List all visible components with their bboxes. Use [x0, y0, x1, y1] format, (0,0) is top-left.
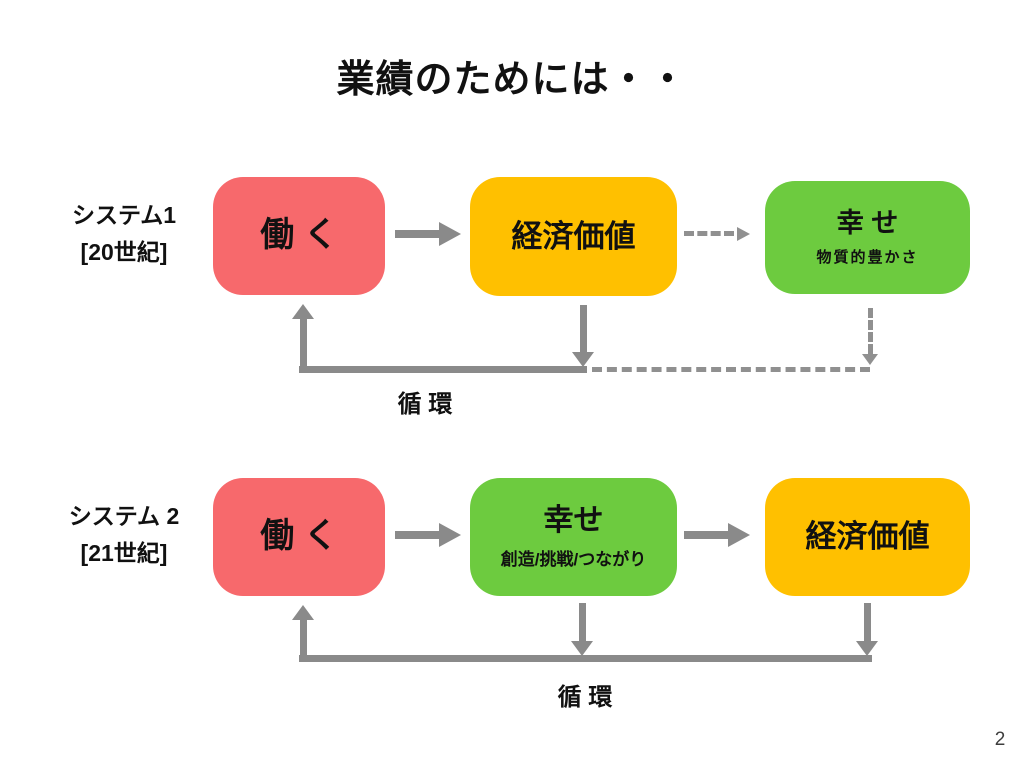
- arrow-right-icon: [395, 531, 439, 539]
- arrow-right-icon: [684, 531, 728, 539]
- system1-node-happiness: 幸 せ 物質的豊かさ: [765, 181, 970, 294]
- loop2-down-arrow-from-economic-head-icon: [856, 641, 878, 656]
- system2-node-work: 働 く: [213, 478, 385, 596]
- loop1-up-arrow-icon: [300, 318, 307, 372]
- loop2-down-arrow-from-happiness-icon: [579, 603, 586, 643]
- system2-node-happiness-label: 幸せ: [543, 504, 604, 538]
- system2-node-economic-label: 経済価値: [805, 519, 930, 555]
- arrow-right-head-icon: [439, 222, 461, 246]
- loop1-down-arrow-head-icon: [572, 352, 594, 367]
- arrow-right-head-icon: [439, 523, 461, 547]
- dashed-arrow-right-icon: [684, 231, 734, 236]
- loop2-up-arrow-icon: [300, 619, 307, 660]
- system1-node-work-label: 働 く: [260, 216, 338, 255]
- system1-era: [20世紀]: [80, 239, 168, 265]
- loop2-bottom-line: [299, 655, 872, 662]
- system1-node-economic-label: 経済価値: [511, 218, 636, 254]
- system1-node-happiness-sublabel: 物質的豊かさ: [816, 248, 919, 266]
- loop1-dashed-bottom-line: [592, 367, 870, 372]
- system2-label: システム 2 [21世紀]: [35, 498, 213, 572]
- system2-node-happiness-sublabel: 創造/挑戦/つながり: [500, 549, 647, 569]
- loop1-dashed-down-arrow-icon: [868, 308, 873, 354]
- arrow-right-icon: [395, 230, 439, 238]
- system2-era: [21世紀]: [80, 540, 168, 566]
- system2-node-work-label: 働 く: [260, 517, 338, 556]
- system2-loop-label: 循 環: [557, 684, 613, 711]
- system1-name: システム1: [71, 202, 177, 228]
- loop2-down-arrow-from-economic-icon: [864, 603, 871, 643]
- system1-loop-label: 循 環: [397, 391, 453, 418]
- arrow-right-head-icon: [728, 523, 750, 547]
- system2-name: システム 2: [68, 503, 180, 529]
- system1-node-work: 働 く: [213, 177, 385, 295]
- system2-node-happiness: 幸せ 創造/挑戦/つながり: [470, 478, 677, 596]
- loop1-up-arrow-head-icon: [292, 304, 314, 319]
- loop1-bottom-line: [299, 366, 587, 373]
- dashed-arrow-right-head-icon: [737, 227, 750, 241]
- loop2-down-arrow-from-happiness-head-icon: [571, 641, 593, 656]
- loop2-up-arrow-head-icon: [292, 605, 314, 620]
- system1-label: システム1 [20世紀]: [35, 197, 213, 271]
- system1-node-economic-value: 経済価値: [470, 177, 677, 296]
- system1-node-happiness-label: 幸 せ: [836, 208, 899, 239]
- page-number: 2: [994, 729, 1006, 750]
- loop1-dashed-down-arrow-head-icon: [862, 354, 878, 365]
- system2-node-economic-value: 経済価値: [765, 478, 970, 596]
- page-title: 業績のためには・・: [336, 59, 688, 101]
- loop1-down-arrow-icon: [580, 305, 587, 353]
